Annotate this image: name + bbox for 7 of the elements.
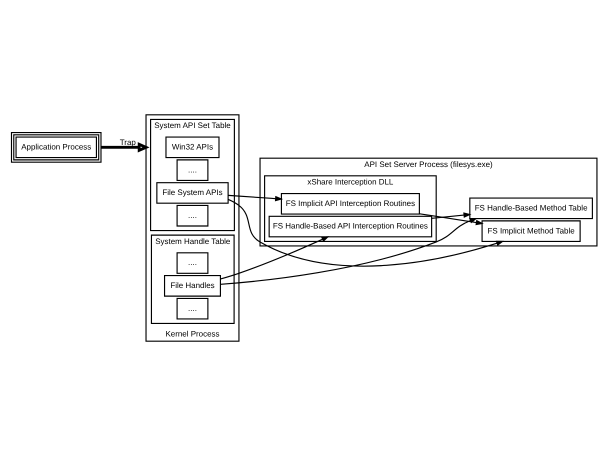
arrow [228, 194, 284, 201]
arrow [432, 212, 472, 218]
arrow [420, 212, 484, 225]
arrow [220, 236, 330, 279]
arrow [228, 198, 504, 266]
arrow [220, 218, 478, 284]
arrow [101, 142, 150, 152]
